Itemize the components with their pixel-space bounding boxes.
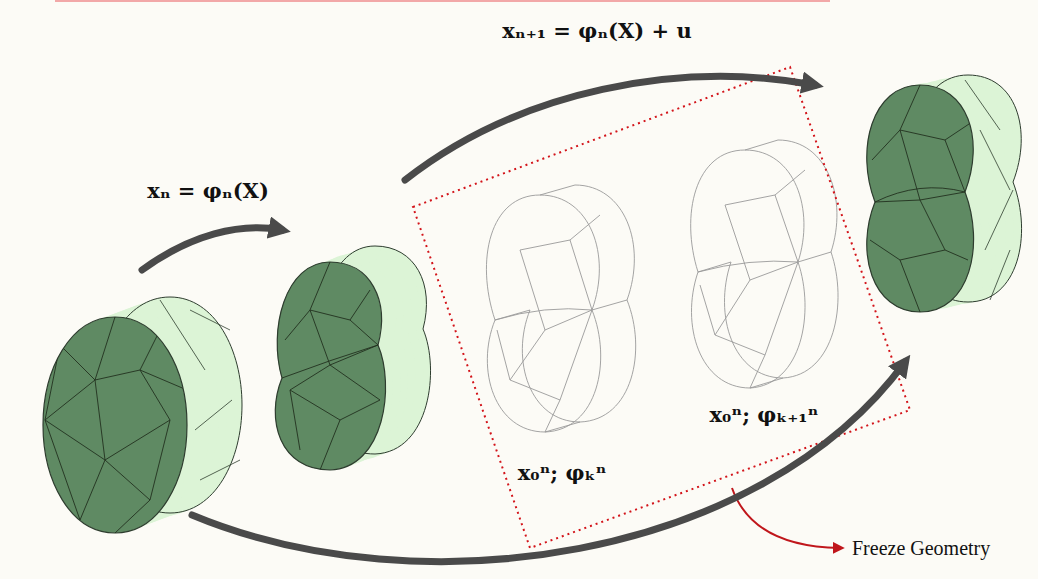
state-label: x₀ⁿ; φₖ₊₁ⁿ (710, 402, 819, 427)
equation-label: xₙ = φₙ(X) (147, 178, 269, 203)
callout-label: Freeze Geometry (852, 537, 990, 560)
state-label: x₀ⁿ; φₖⁿ (518, 460, 607, 485)
equation-label: xₙ₊₁ = φₙ(X) + u (502, 18, 691, 43)
